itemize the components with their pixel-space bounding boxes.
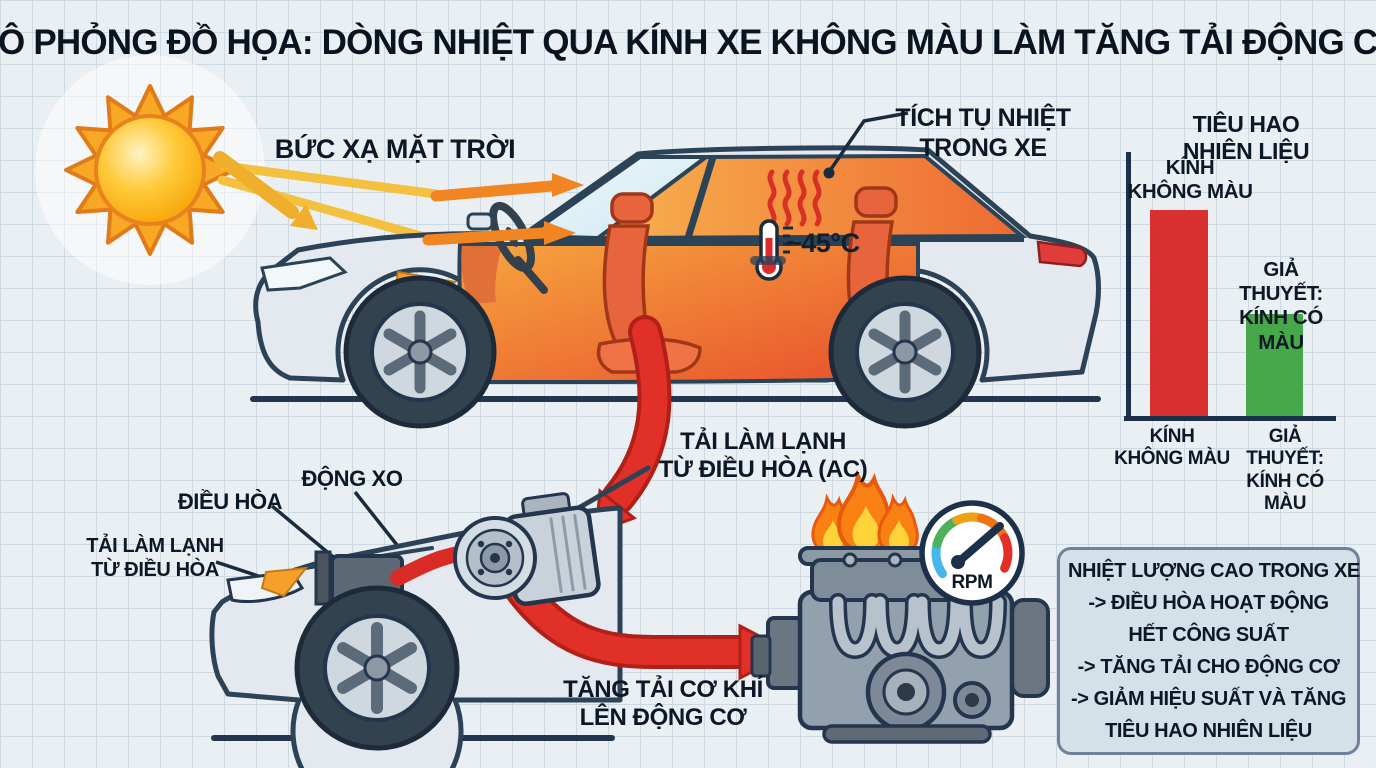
heat-waves-icon [767, 169, 822, 227]
top-car-illustration [250, 145, 1101, 429]
ac-compressor [453, 492, 601, 606]
bar-tinted-glass [1246, 314, 1303, 418]
page-title: MÔ PHỎNG ĐỒ HỌA: DÒNG NHIỆT QUA KÍNH XE … [0, 23, 1376, 62]
rear-wheel [828, 275, 982, 429]
chart-y-axis [1126, 152, 1131, 420]
summary-info-box: NHIỆT LƯỢNG CAO TRONG XE -> ĐIỀU HÒA HOẠ… [1057, 547, 1360, 755]
chart-title: TIÊU HAO NHIÊN LIỆU [1182, 111, 1310, 165]
rpm-gauge [919, 500, 1025, 606]
info-line: TIÊU HAO NHIÊN LIỆU [1105, 720, 1312, 742]
bar-label-clear-glass: KÍNH KHÔNG MÀU [1127, 156, 1253, 204]
solar-radiation-label: BỨC XẠ MẶT TRỜI [274, 134, 516, 164]
info-line: HẾT CÔNG SUẤT [1128, 624, 1289, 646]
cooling-load-from-ac-label: TẢI LÀM LẠNH TỪ ĐIỀU HÒA [86, 535, 224, 581]
engine-part-label: ĐỘNG XO [301, 466, 403, 491]
info-line: NHIỆT LƯỢNG CAO TRONG XE [1068, 560, 1360, 582]
mechanical-load-label: TĂNG TẢI CƠ KHÍ LÊN ĐỘNG CƠ [563, 676, 763, 732]
info-line: -> TĂNG TẢI CHO ĐỘNG CƠ [1077, 656, 1340, 678]
cabin-temperature-label: ~45°C [786, 228, 860, 258]
rpm-gauge-label: RPM [951, 572, 993, 593]
info-line: -> GIẢM HIỆU SUẤT VÀ TĂNG [1070, 688, 1346, 710]
bar-label-tinted-glass: GIẢ THUYẾT: KÍNH CÓ MÀU [1239, 258, 1323, 354]
bar-clear-glass [1150, 210, 1208, 418]
info-line: -> ĐIỀU HÒA HOẠT ĐỘNG [1088, 592, 1329, 614]
axis-label-tinted-glass: GIẢ THUYẾT: KÍNH CÓ MÀU [1246, 426, 1324, 515]
flame-icon [877, 493, 919, 556]
engine-illustration [750, 469, 1050, 744]
sun-icon [64, 84, 236, 256]
bottom-car-wheel [294, 585, 460, 751]
chart-x-axis [1124, 416, 1336, 421]
transmitted-heat-arrows [422, 173, 584, 246]
axis-label-clear-glass: KÍNH KHÔNG MÀU [1114, 426, 1230, 470]
sun-ray-arrows [213, 151, 441, 243]
heat-accumulation-label: TÍCH TỤ NHIỆT TRONG XE [895, 104, 1071, 162]
ac-cooling-load-label: TẢI LÀM LẠNH TỪ ĐIỀU HÒA (AC) [658, 428, 868, 484]
air-conditioner-part-label: ĐIỀU HÒA [177, 489, 283, 514]
front-wheel [343, 275, 497, 429]
